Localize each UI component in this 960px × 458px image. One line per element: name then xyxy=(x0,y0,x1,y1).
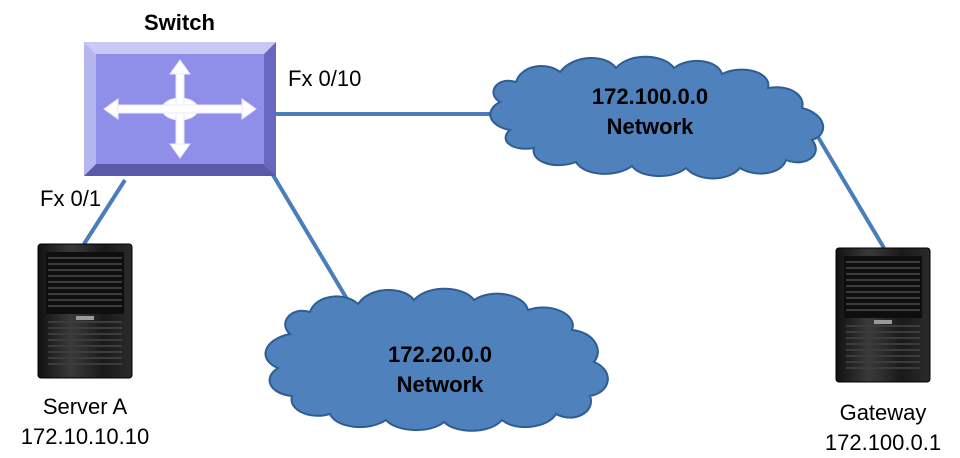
gateway-name: Gateway xyxy=(839,400,927,425)
network-address: 172.20.0.0 xyxy=(388,342,492,367)
port-label-fx-0-1: Fx 0/1 xyxy=(40,186,102,211)
network-label-172-20: 172.20.0.0 Network xyxy=(360,340,520,400)
server-icon-server-a[interactable] xyxy=(37,243,133,379)
server-icon-gateway[interactable] xyxy=(835,247,931,383)
server-a-ip: 172.10.10.10 xyxy=(20,424,150,449)
cloud-icon-172-20-network[interactable] xyxy=(264,287,609,432)
switch-label: Switch xyxy=(144,10,215,35)
server-a-name: Server A xyxy=(42,394,128,419)
network-label-172-100: 172.100.0.0 Network xyxy=(570,82,730,142)
network-address: 172.100.0.0 xyxy=(591,84,709,109)
switch-icon[interactable] xyxy=(84,42,276,176)
gateway-label: Gateway 172.100.0.1 xyxy=(808,398,958,458)
network-caption: Network xyxy=(396,372,484,397)
cloud-icon-172-100-network[interactable] xyxy=(489,55,825,180)
network-caption: Network xyxy=(606,114,694,139)
link-switch-to-server-a xyxy=(82,178,127,246)
link-switch-to-172-20-network xyxy=(268,168,352,306)
port-label-fx-0-10: Fx 0/10 xyxy=(288,66,362,91)
links xyxy=(82,112,886,306)
gateway-ip: 172.100.0.1 xyxy=(824,430,942,455)
server-a-label: Server A 172.10.10.10 xyxy=(0,392,170,452)
link-network-to-gateway xyxy=(816,135,886,250)
